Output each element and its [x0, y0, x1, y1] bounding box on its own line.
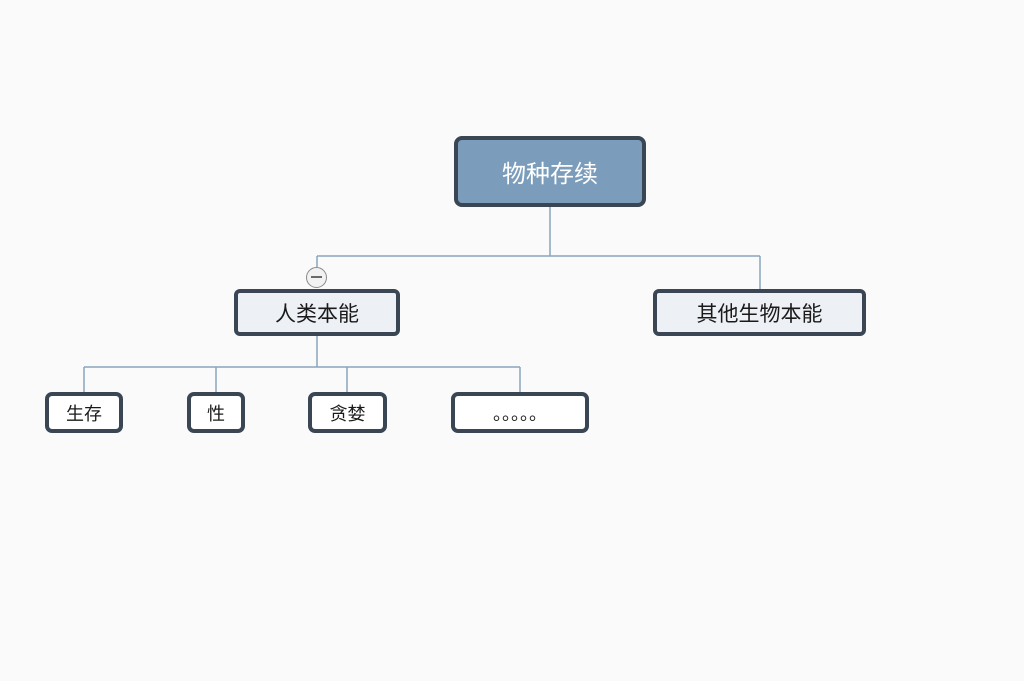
minus-circle-icon[interactable]: [306, 267, 327, 288]
root-node-label: 物种存续: [502, 160, 598, 188]
branch-node-human-instinct[interactable]: 人类本能: [234, 289, 400, 336]
branch-node-label: 其他生物本能: [696, 301, 823, 326]
leaf-node-sex[interactable]: 性: [187, 392, 245, 433]
leaf-node-greed[interactable]: 贪婪: [308, 392, 387, 433]
branch-node-other-species-instinct[interactable]: 其他生物本能: [653, 289, 866, 336]
leaf-node-ellipsis[interactable]: 。。。。。: [451, 392, 589, 433]
leaf-node-label: 。。。。。: [493, 403, 547, 425]
leaf-node-label: 性: [207, 403, 225, 425]
branch-node-label: 人类本能: [275, 301, 359, 326]
leaf-node-label: 生存: [66, 403, 102, 425]
root-node[interactable]: 物种存续: [454, 136, 646, 207]
leaf-node-survival[interactable]: 生存: [45, 392, 123, 433]
leaf-node-label: 贪婪: [329, 403, 366, 425]
